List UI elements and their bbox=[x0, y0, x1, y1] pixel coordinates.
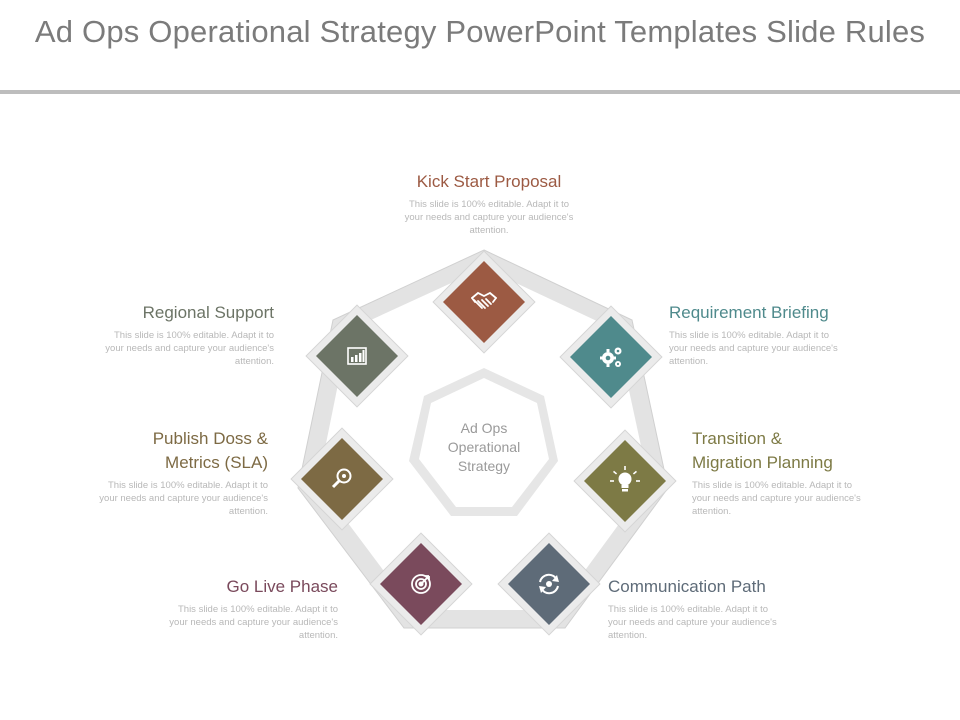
item-label: Publish Doss & Metrics (SLA) bbox=[152, 429, 268, 472]
item-description: This slide is 100% editable. Adapt it to… bbox=[669, 330, 838, 367]
handshake-icon bbox=[471, 291, 497, 309]
item-kick-start-proposal: Kick Start Proposal This slide is 100% e… bbox=[399, 170, 579, 237]
item-requirement-briefing: Requirement Briefing This slide is 100% … bbox=[669, 301, 849, 368]
magnifier-icon bbox=[331, 468, 352, 489]
item-label: Requirement Briefing bbox=[669, 303, 829, 322]
item-description: This slide is 100% editable. Adapt it to… bbox=[169, 604, 338, 641]
lightbulb-icon bbox=[610, 466, 640, 492]
item-description: This slide is 100% editable. Adapt it to… bbox=[404, 199, 574, 236]
item-description: This slide is 100% editable. Adapt it to… bbox=[105, 330, 274, 367]
target-icon bbox=[411, 574, 431, 594]
center-heptagon bbox=[419, 378, 549, 507]
bar-chart-icon bbox=[347, 347, 367, 365]
item-description: This slide is 100% editable. Adapt it to… bbox=[608, 604, 777, 641]
diamond-publish bbox=[290, 427, 394, 531]
item-label: Go Live Phase bbox=[226, 577, 338, 596]
item-label: Communication Path bbox=[608, 577, 766, 596]
item-label: Kick Start Proposal bbox=[416, 172, 562, 191]
item-communication-path: Communication Path This slide is 100% ed… bbox=[608, 575, 788, 642]
item-publish-doss-metrics: Publish Doss & Metrics (SLA) This slide … bbox=[88, 427, 268, 518]
item-description: This slide is 100% editable. Adapt it to… bbox=[692, 480, 861, 517]
item-label: Regional Support bbox=[142, 303, 274, 322]
item-description: This slide is 100% editable. Adapt it to… bbox=[99, 480, 268, 517]
item-go-live-phase: Go Live Phase This slide is 100% editabl… bbox=[158, 575, 338, 642]
item-transition-migration: Transition & Migration Planning This sli… bbox=[692, 427, 872, 518]
gears-icon bbox=[600, 347, 622, 367]
refresh-icon bbox=[539, 573, 559, 595]
title-divider bbox=[0, 90, 960, 94]
item-label: Transition & Migration Planning bbox=[692, 429, 833, 472]
item-regional-support: Regional Support This slide is 100% edit… bbox=[94, 301, 274, 368]
center-label: Ad Ops Operational Strategy bbox=[447, 420, 521, 474]
slide-title: Ad Ops Operational Strategy PowerPoint T… bbox=[34, 14, 926, 49]
